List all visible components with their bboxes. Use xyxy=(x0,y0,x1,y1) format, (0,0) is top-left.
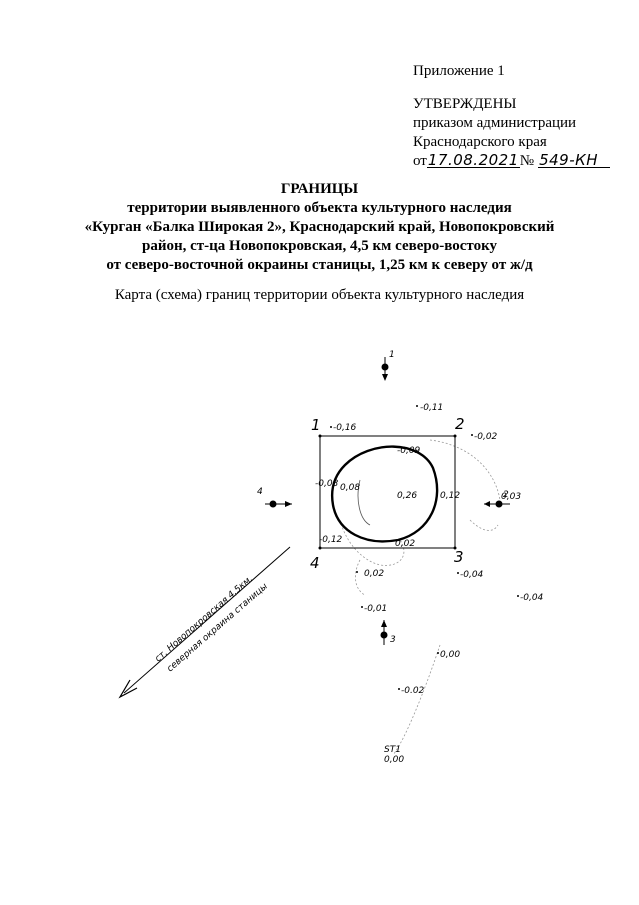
handwritten-number: 549-КН xyxy=(538,153,611,168)
approved-label: УТВЕРЖДЕНЫ xyxy=(413,96,517,112)
elevation-label: 0,03 xyxy=(501,492,521,502)
corner-label-2: 2 xyxy=(455,415,465,433)
section-label-2: 2 xyxy=(503,490,509,500)
elevation-label: -0,04 xyxy=(520,593,544,603)
direction-arrow: ст. Новопокровская 4,5км. северная окраи… xyxy=(118,546,291,699)
contour-line xyxy=(355,559,366,596)
elevation-label: -0,04 xyxy=(460,570,484,580)
corner-points xyxy=(318,434,457,550)
section-label-3: 3 xyxy=(390,635,396,645)
section-label-4: 4 xyxy=(257,487,263,497)
elevation-label: 0,08 xyxy=(340,483,360,493)
direction-text-2: северная окраина станицы xyxy=(165,582,269,675)
elevation-label: 0,12 xyxy=(440,491,460,501)
elevation-label: -0,16 xyxy=(333,423,357,433)
contour-line xyxy=(339,519,405,566)
mound-outline xyxy=(331,445,439,543)
elevation-label: -0,02 xyxy=(474,432,498,442)
title-line-1: ГРАНИЦЫ xyxy=(280,181,359,197)
inner-contour xyxy=(357,479,371,526)
map-caption: Карта (схема) границ территории объекта … xyxy=(114,287,525,303)
elevation-label: -0,08 xyxy=(315,479,339,489)
from-label: от xyxy=(413,153,427,169)
contour-line xyxy=(429,439,501,501)
elevation-label: 0,02 xyxy=(395,539,415,549)
elevation-label: 0,00 xyxy=(384,755,404,765)
corner-label-4: 4 xyxy=(310,554,320,572)
title-line-2: территории выявленного объекта культурно… xyxy=(127,200,512,216)
section-label-1: 1 xyxy=(389,350,395,360)
title-line-3: «Курган «Балка Широкая 2», Краснодарский… xyxy=(84,219,555,235)
number-sign: № xyxy=(519,153,535,169)
handwritten-date: 17.08.2021 xyxy=(426,151,520,169)
contour-line xyxy=(469,519,499,531)
section-marker-2: 2 xyxy=(484,490,510,508)
elevation-points: -0,16 -0,11 -0,02 -0,09 -0,08 0,08 0,26 … xyxy=(315,403,544,765)
document-title: ГРАНИЦЫ территории выявленного объекта к… xyxy=(0,180,639,275)
corner-label-1: 1 xyxy=(311,416,321,434)
section-marker-1: 1 xyxy=(381,350,395,381)
elevation-label: 0,26 xyxy=(397,491,417,501)
contour-line xyxy=(392,644,441,756)
elevation-label: 0,00 xyxy=(440,650,460,660)
region-label: Краснодарского края xyxy=(413,134,547,150)
order-label: приказом администрации xyxy=(413,115,577,131)
title-line-4: район, ст-ца Новопокровская, 4,5 км севе… xyxy=(141,238,498,254)
elevation-label: -0,12 xyxy=(319,535,343,545)
direction-text-1: ст. Новопокровская 4,5км. xyxy=(153,574,255,664)
station-label: ST1 xyxy=(384,745,401,755)
title-line-5: от северо-восточной окраины станицы, 1,2… xyxy=(106,257,533,273)
elevation-label: -0.02 xyxy=(401,686,425,696)
elevation-label: -0,09 xyxy=(397,446,421,456)
elevation-label: 0,02 xyxy=(364,569,384,579)
section-marker-3: 3 xyxy=(380,620,396,645)
elevation-label: -0,11 xyxy=(420,403,443,413)
section-marker-4: 4 xyxy=(257,487,292,508)
approval-block: Приложение 1 УТВЕРЖДЕНЫ приказом админис… xyxy=(413,62,611,171)
appendix-label: Приложение 1 xyxy=(413,63,505,79)
elevation-label: -0,01 xyxy=(364,604,387,614)
corner-label-3: 3 xyxy=(454,548,464,566)
